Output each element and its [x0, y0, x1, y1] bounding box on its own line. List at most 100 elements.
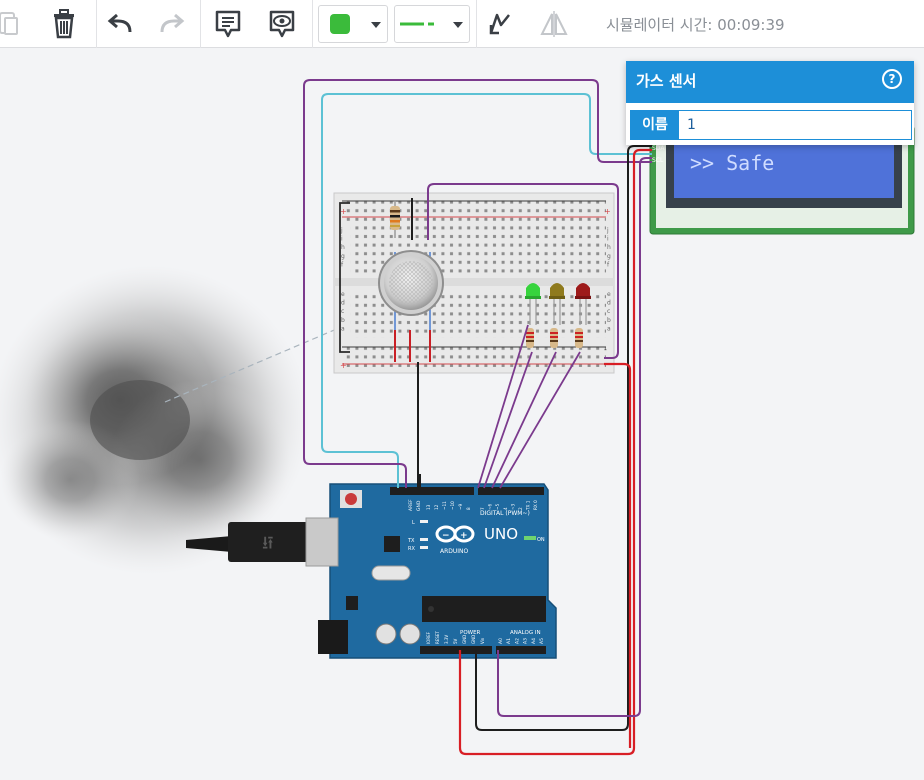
row-letter: i: [341, 236, 343, 243]
power-pin-labels: IOREF RESET 3.3V 5V GND GND Vin: [426, 631, 485, 644]
row-letter: i: [607, 236, 609, 243]
row-letter: c: [607, 308, 610, 315]
digital-pin-label: ~9: [458, 503, 463, 510]
row-letter: a: [607, 325, 611, 332]
row-letter: e: [341, 291, 345, 298]
name-label: 이름: [631, 111, 679, 139]
row-letter: d: [607, 300, 611, 307]
digital-pin-label: TX 1: [526, 500, 531, 511]
svg-text:-: -: [604, 345, 607, 354]
color-swatch: [330, 14, 350, 34]
usb-plug: [228, 522, 308, 562]
notes-button[interactable]: [208, 4, 248, 44]
svg-text:+: +: [340, 361, 347, 370]
undo-button[interactable]: [100, 4, 140, 44]
wires[interactable]: [303, 79, 652, 756]
gas-cloud[interactable]: [0, 265, 310, 575]
resistor-led-3[interactable]: [575, 328, 583, 348]
power-pin-label: 5V: [453, 638, 458, 644]
lcd-text: >> Safe: [690, 151, 774, 175]
arduino-uno[interactable]: ⭿ − + ARDUINO UNO DIGITAL (PWM~) POWER A…: [186, 483, 557, 659]
rotate-button[interactable]: [480, 4, 520, 44]
usb-cable: [186, 536, 232, 552]
name-input[interactable]: [679, 111, 911, 139]
digital-pin-label: 4: [503, 507, 508, 510]
panel-header: 가스 센서 ?: [626, 61, 914, 103]
sda-label: SDA: [652, 145, 665, 152]
digital-pin-label: 7: [480, 507, 485, 510]
delete-button[interactable]: [44, 4, 84, 44]
svg-text:+: +: [460, 531, 468, 541]
gas-sensor[interactable]: [378, 250, 444, 316]
row-letter: j: [606, 227, 609, 234]
fill-color-picker[interactable]: [318, 5, 388, 43]
row-letter: b: [607, 317, 611, 324]
undo-icon: [107, 13, 132, 33]
lcd-display[interactable]: >> Safe SDA SCL: [649, 125, 915, 235]
digital-pin-label: ~6: [488, 503, 493, 510]
paste-icon: [0, 12, 18, 35]
led-green[interactable]: [525, 283, 541, 325]
visibility-button[interactable]: [262, 4, 302, 44]
analog-pin-label: A3: [523, 638, 529, 644]
analog-pin-label: A2: [514, 638, 520, 644]
help-button[interactable]: ?: [882, 69, 902, 89]
digital-pin-label: 13: [426, 504, 431, 510]
digital-pin-label: ~11: [442, 501, 447, 510]
led-yellow[interactable]: [549, 283, 565, 325]
atmega-chip: [422, 596, 546, 622]
resistor-sensor[interactable]: [390, 200, 400, 238]
svg-text:+: +: [340, 207, 347, 216]
row-letter: j: [340, 227, 343, 234]
flip-button[interactable]: [534, 4, 574, 44]
paste-button[interactable]: [0, 4, 28, 44]
arduino-logo: − +: [435, 525, 475, 543]
svg-text:+: +: [604, 207, 611, 216]
power-label: POWER: [460, 630, 481, 636]
row-letter: b: [341, 317, 345, 324]
row-letter: d: [341, 300, 345, 307]
scl-label: SCL: [652, 157, 664, 164]
digital-label: DIGITAL (PWM~): [480, 510, 530, 517]
redo-icon: [160, 13, 185, 33]
arduino-brand: ARDUINO: [440, 548, 469, 555]
wire-color-picker[interactable]: [394, 5, 470, 43]
analog-pin-label: A0: [498, 638, 504, 644]
power-pin-label: Vin: [480, 637, 485, 644]
chevron-down-icon: [453, 22, 463, 28]
led-red[interactable]: [575, 283, 591, 325]
aref-label: AREF: [408, 499, 414, 511]
redo-button[interactable]: [152, 4, 192, 44]
digital-pin-label: RX 0: [533, 500, 538, 510]
tx-label: TX: [407, 538, 415, 544]
resistor-led-1[interactable]: [526, 328, 534, 348]
wire-style-icon: [400, 22, 434, 26]
name-row: 이름: [630, 110, 912, 140]
panel-title: 가스 센서: [636, 72, 697, 90]
on-label: ON: [537, 537, 545, 543]
trash-icon: [54, 9, 74, 39]
row-letter: g: [607, 253, 611, 260]
power-pin-label: RESET: [435, 631, 440, 644]
note-icon: [215, 10, 241, 38]
power-jack: [318, 620, 348, 654]
analog-pin-label: A1: [506, 638, 512, 644]
resistor-led-2[interactable]: [550, 328, 558, 348]
analog-label: ANALOG IN: [510, 630, 541, 636]
power-pin-label: IOREF: [426, 631, 431, 644]
analog-pin-label: A4: [531, 638, 537, 644]
digital-pin-label: ~3: [510, 503, 515, 510]
toolbar: 시뮬레이터 시간: 00:09:39: [0, 0, 924, 48]
row-letter: e: [607, 291, 611, 298]
arduino-model: UNO: [484, 525, 518, 543]
power-pin-label: GND: [462, 635, 467, 644]
rx-label: RX: [408, 546, 415, 552]
power-pin-label: GND: [471, 635, 476, 644]
power-pin-label: 3.3V: [444, 635, 449, 644]
row-letter: h: [341, 244, 345, 251]
digital-pin-label: 8: [466, 507, 471, 510]
